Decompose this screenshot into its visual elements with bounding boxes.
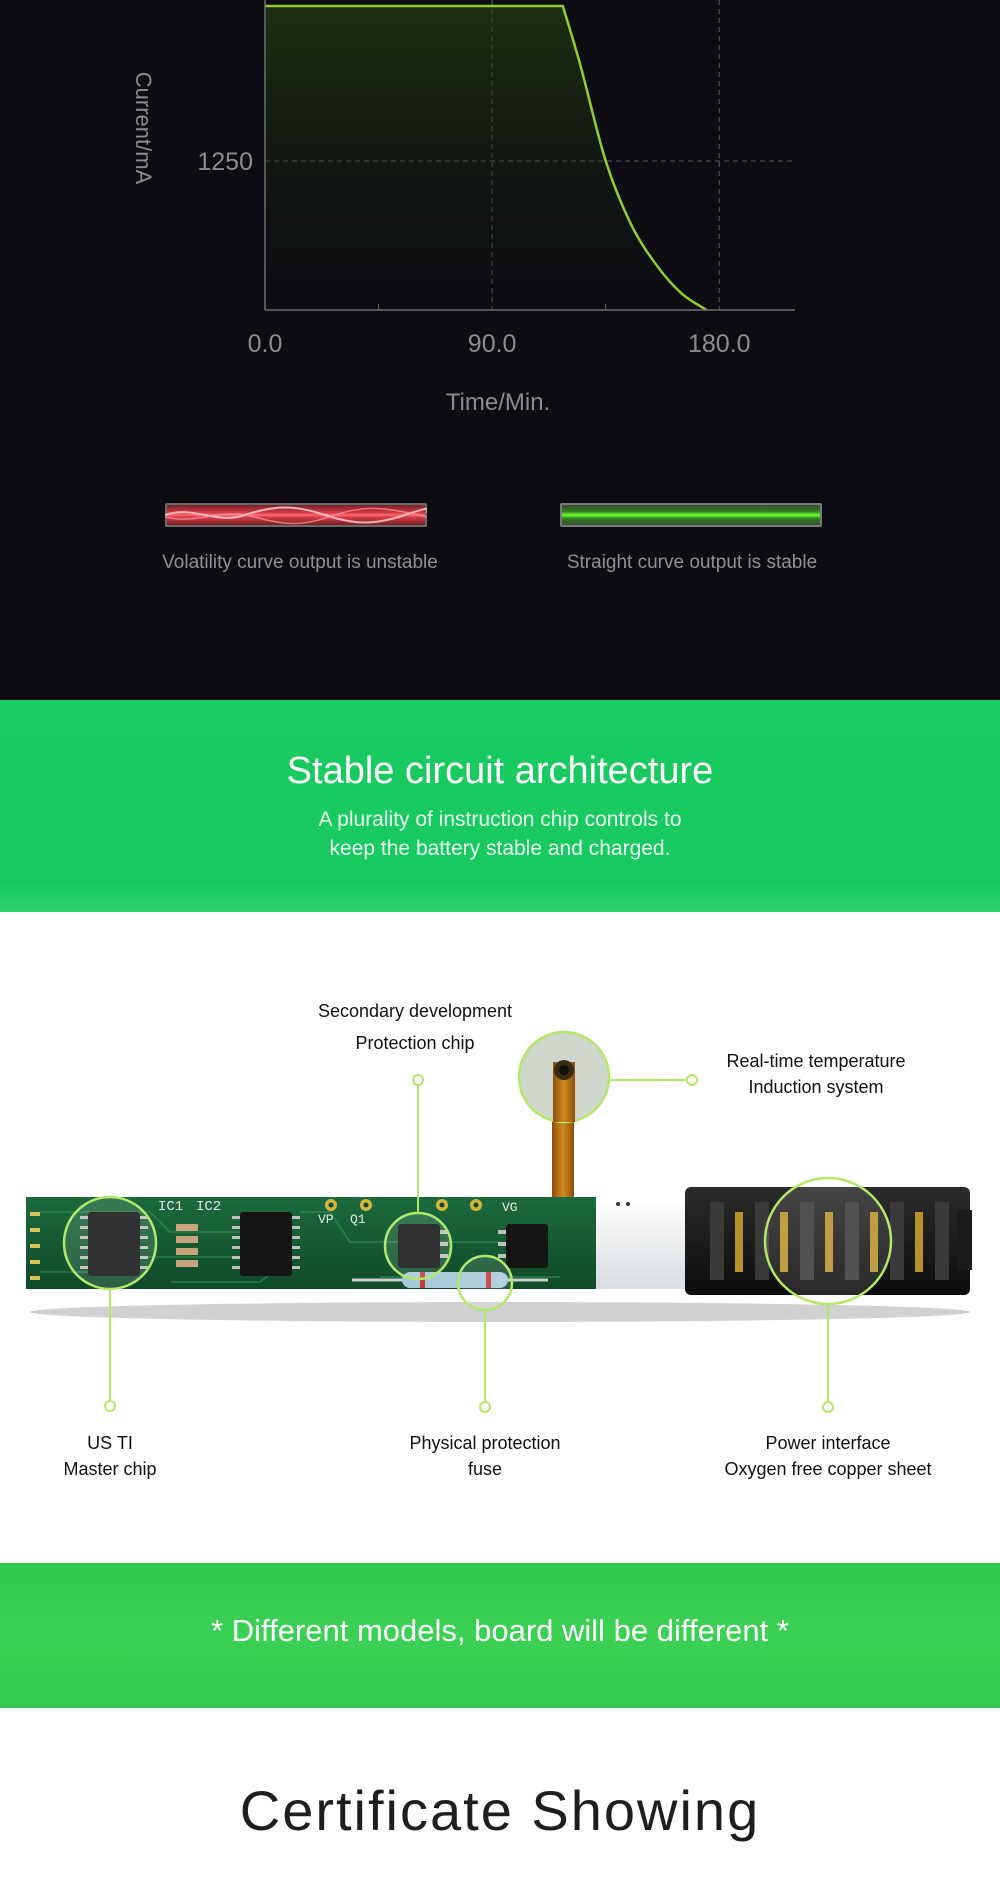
fuse-label-line-1: Physical protection: [409, 1433, 561, 1453]
y-axis-label: Current/mA: [131, 72, 156, 185]
certificate-title: Certificate Showing: [239, 1779, 761, 1842]
temperature-label-line-1: Real-time temperature: [726, 1051, 906, 1071]
board-shadow: [30, 1302, 970, 1322]
white-area-dots: [616, 1202, 630, 1206]
master-chip-callout-circle: [62, 1195, 158, 1291]
model-note-text: * Different models, board will be differ…: [211, 1613, 789, 1648]
ic2-chip: [232, 1212, 300, 1276]
temperature-sensor-callout: [517, 1030, 611, 1124]
second-protection-chip: [498, 1224, 548, 1268]
x-axis-label: Time/Min.: [446, 389, 550, 416]
fuse-label-line-2: fuse: [467, 1459, 503, 1479]
board-white-extension: [590, 1197, 700, 1289]
protection-chip: [398, 1224, 448, 1268]
curve-line: [265, 4, 708, 312]
architecture-subtitle-line-1: A plurality of instruction chip controls…: [318, 808, 682, 831]
architecture-title: Stable circuit architecture: [286, 750, 714, 792]
power-interface-callout-circle: [763, 1176, 893, 1306]
x-tick-label: 0.0: [248, 330, 283, 358]
protection-chip-callout-circle: [383, 1211, 453, 1281]
fuse-callout-circle: [456, 1254, 514, 1312]
x-tick-label: 180.0: [688, 330, 751, 358]
architecture-banner: Stable circuit architecture A plurality …: [0, 700, 1000, 912]
silkscreen-q1: Q1: [350, 1212, 366, 1227]
circuit-board-section: IC1 IC2 VP Q1 VG: [0, 912, 1000, 1564]
x-tick-label: 90.0: [468, 330, 517, 358]
model-note-banner: * Different models, board will be differ…: [0, 1563, 1000, 1708]
secondary-chip-label-line-1: Secondary development: [317, 1001, 513, 1021]
master-chip-label: US TI Master chip: [20, 1430, 200, 1482]
callout-leaders: [104, 1074, 834, 1413]
charge-curve-section: 0.0 90.0 180.0 1250 Time/Min. Current/mA Vo…: [0, 0, 1000, 700]
callout-circles: [62, 1176, 893, 1312]
resistor-array: [176, 1224, 198, 1267]
secondary-chip-label: Secondary development Protection chip: [290, 995, 540, 1059]
silkscreen-ic2: IC2: [196, 1199, 221, 1215]
silkscreen-ic1: IC1: [158, 1199, 183, 1215]
current-time-chart: 0.0 90.0 180.0 1250 Time/Min. Current/mA: [131, 0, 795, 416]
silkscreen-vg: VG: [502, 1200, 518, 1215]
unstable-caption: Volatility curve output is unstable: [162, 552, 438, 573]
power-interface-label: Power interface Oxygen free copper sheet: [690, 1430, 966, 1482]
unstable-curve-sample: [165, 503, 427, 527]
wave-icon: [165, 506, 427, 525]
power-interface-label-line-1: Power interface: [765, 1433, 891, 1453]
master-chip-label-line-2: Master chip: [63, 1459, 157, 1479]
y-tick-label: 1250: [197, 148, 253, 176]
architecture-subtitle-line-2: keep the battery stable and charged.: [329, 837, 671, 860]
power-interface-label-line-2: Oxygen free copper sheet: [724, 1459, 932, 1479]
fuse-label: Physical protection fuse: [375, 1430, 595, 1482]
temperature-label: Real-time temperature Induction system: [700, 1048, 932, 1100]
circuit-board-illustration: IC1 IC2 VP Q1 VG: [26, 1030, 972, 1413]
certificate-section: Certificate Showing: [0, 1708, 1000, 1894]
temperature-label-line-2: Induction system: [748, 1077, 884, 1097]
silkscreen-vp: VP: [318, 1212, 334, 1227]
stable-caption: Straight curve output is stable: [566, 552, 818, 573]
fuse-component: [352, 1272, 548, 1288]
edge-pins: [30, 1212, 40, 1280]
ic1-chip: [80, 1212, 148, 1276]
stable-curve-sample: [560, 503, 822, 527]
power-connector: [685, 1187, 972, 1295]
master-chip-label-line-1: US TI: [87, 1433, 133, 1453]
curve-area: [265, 5, 707, 310]
secondary-chip-label-line-2: Protection chip: [355, 1033, 475, 1053]
